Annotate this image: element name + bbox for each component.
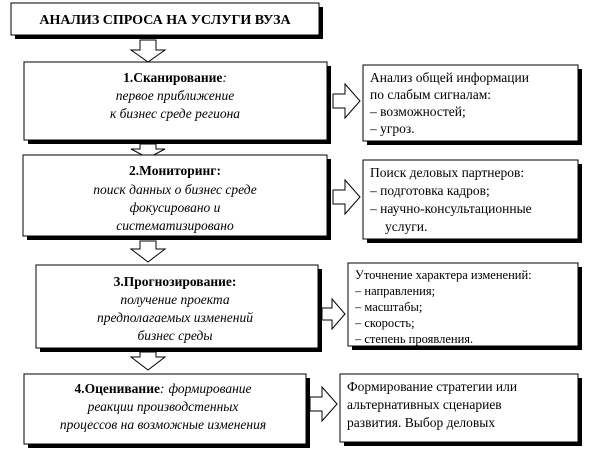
down-arrow-3 [129,240,167,263]
stage-2-heading: 2.Мониторинг: [129,163,221,178]
stage-1-desc-line-1: первое приближение [116,88,234,103]
side-box-3-line-3: – масштабы; [354,300,422,314]
right-arrow-3 [321,297,346,331]
stage-4-heading-text: 4.Оценивание [74,381,160,396]
side-box-3-line-4: – скорость; [354,316,415,330]
stage-4-heading-colon: : [160,381,165,396]
right-arrow-4 [309,385,338,423]
side-box-4: Формирование стратегии или альтернативны… [339,373,582,446]
side-box-3: Уточнение характера изменений: – направл… [347,262,582,350]
side-box-1-line-3: – возможностей; [369,104,466,119]
side-box-2-line-2: – подготовка кадров; [369,183,490,198]
title-box-frame [10,2,320,36]
right-arrow-1 [332,82,361,120]
side-box-1: Анализ общей информации по слабым сигнал… [362,64,582,145]
side-box-1-line-1: Анализ общей информации [370,70,529,85]
stage-3-desc-line-3: бизнес среды [137,328,212,343]
stage-2-desc-line-3: систематизировано [116,218,234,233]
side-box-4-line-2: альтернативных сценариев [347,397,502,412]
stage-4-desc-line-2: процессов на возможные изменения [60,417,266,432]
side-box-2-frame [362,159,579,240]
stage-1-heading-colon: : [222,70,227,85]
down-arrow-2 [130,143,166,159]
diagram-title: АНАЛИЗ СПРОСА НА УСЛУГИ ВУЗА [39,13,291,28]
side-box-4-line-1: Формирование стратегии или [347,379,517,394]
stage-1-box [23,61,328,141]
stage-1-desc-line-2: к бизнес среде региона [110,106,240,121]
side-box-4-line-3: развития. Выбор деловых [347,415,495,430]
stage-3-heading: 3.Прогнозирование: [114,274,237,289]
right-arrow-2 [332,178,361,216]
stage-4-heading: 4.Оценивание:формирование [74,381,251,396]
stage-2: 2.Мониторинг: поиск данных о бизнес сред… [22,154,331,240]
stage-3-box [35,264,319,349]
down-arrow-1 [129,39,167,63]
stage-4-heading-tail: формирование [168,381,251,396]
side-box-1-frame [362,64,579,142]
side-box-3-line-2: – направления; [354,284,435,298]
side-box-3-line-5: – степень проявления. [354,332,473,346]
side-box-2-line-3: – научно-консультационные [369,201,532,216]
side-box-2-line-1: Поиск деловых партнеров: [370,165,524,180]
stage-2-desc-line-1: поиск данных о бизнес среде [93,182,257,197]
side-box-3-frame [347,262,579,347]
stage-3-desc-line-2: предполагаемых изменений [97,310,253,325]
side-box-1-line-4: – угроз. [369,121,415,136]
side-box-2-line-4: услуги. [385,219,427,234]
stage-3: 3.Прогнозирование: получение проекта пре… [35,264,322,352]
stage-4-box [23,373,307,445]
side-box-2: Поиск деловых партнеров: – подготовка ка… [362,159,582,243]
title-box: АНАЛИЗ СПРОСА НА УСЛУГИ ВУЗА [10,2,323,39]
stage-1-heading-text: 1.Сканирование [123,70,222,85]
stage-3-desc-line-1: получение проекта [120,292,229,307]
side-box-4-frame [339,373,579,443]
stage-1-heading: 1.Сканирование: [123,70,227,85]
stage-2-box [22,154,328,237]
side-box-1-line-2: по слабым сигналам: [370,87,491,102]
down-arrow-4 [129,351,167,371]
stage-4-desc-line-1: реакции производстенных [87,399,239,414]
stage-4: 4.Оценивание:формирование реакции произв… [23,373,310,448]
stage-2-desc-line-2: фокусировано и [130,200,221,215]
stage-1: 1.Сканирование: первое приближение к биз… [23,61,331,144]
side-box-3-line-1: Уточнение характера изменений: [355,268,532,282]
